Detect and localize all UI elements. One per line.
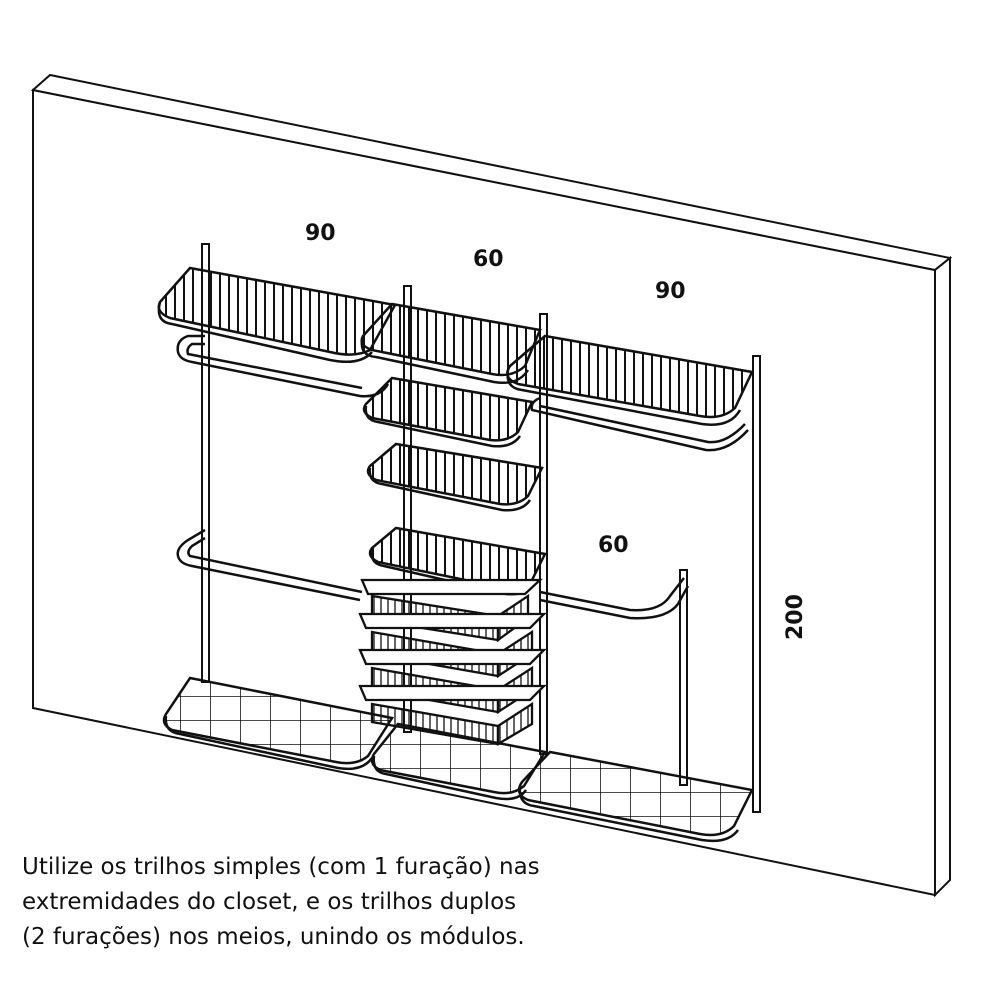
instruction-note: Utilize os trilhos simples (com 1 furaçã… <box>22 850 662 955</box>
note-line-3: (2 furações) nos meios, unindo os módulo… <box>22 924 525 950</box>
dimension-right-width: 90 <box>655 279 686 304</box>
dimension-left-width: 90 <box>305 221 336 246</box>
rail-right-support <box>679 569 688 786</box>
basket-4 <box>358 684 547 747</box>
middle-shelf-2 <box>366 442 544 512</box>
dimension-center-width: 60 <box>473 247 504 272</box>
top-shelf-right <box>506 334 754 426</box>
hanging-bars <box>176 334 749 620</box>
middle-shelf-1 <box>362 376 534 448</box>
note-line-1: Utilize os trilhos simples (com 1 furaçã… <box>22 854 540 880</box>
vertical-rails <box>201 243 761 813</box>
hanging-bar-right-bottom <box>539 577 685 612</box>
bottom-shelf-right <box>517 750 754 843</box>
dimension-height: 200 <box>783 594 808 640</box>
hanging-bar-left-top <box>176 334 390 398</box>
hanging-bar-left-bottom <box>176 528 361 602</box>
drawer-baskets <box>358 578 547 747</box>
hanging-bar-right-top <box>530 396 749 452</box>
rail-right <box>752 355 761 813</box>
dimension-right-lower-width: 60 <box>598 533 629 558</box>
note-line-2: extremidades do closet, e os trilhos dup… <box>22 889 517 915</box>
top-shelf-left <box>157 266 397 363</box>
bottom-shelf-left <box>162 676 395 771</box>
